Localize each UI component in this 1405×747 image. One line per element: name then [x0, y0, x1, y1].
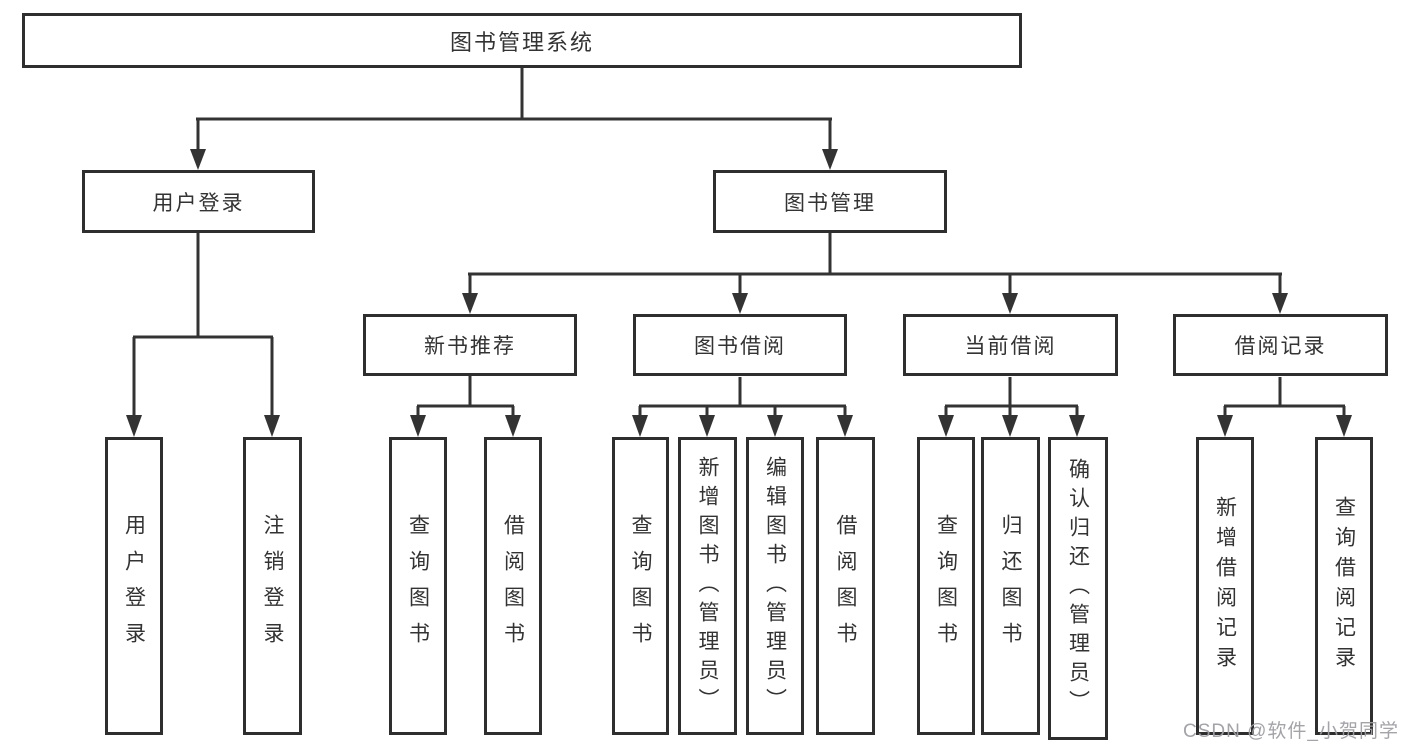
- leaf-query-books-borrow-label: 查询图书: [629, 514, 652, 658]
- leaf-add-book-admin: 新增图书（管理员）: [678, 437, 737, 735]
- node-new-book-recommend-label: 新书推荐: [424, 335, 516, 358]
- node-user-login: 用户登录: [82, 170, 315, 233]
- leaf-query-books-recommend-label: 查询图书: [406, 514, 430, 658]
- leaf-query-books-current-label: 查询图书: [934, 514, 958, 658]
- leaf-return-book-label: 归还图书: [999, 514, 1022, 658]
- leaf-borrow-books-recommend-label: 借阅图书: [501, 514, 525, 658]
- leaf-query-books-recommend: 查询图书: [389, 437, 447, 735]
- leaf-add-borrow-record: 新增借阅记录: [1196, 437, 1254, 735]
- node-current-borrowing-label: 当前借阅: [964, 335, 1057, 358]
- leaf-user-login-label: 用户登录: [122, 514, 146, 658]
- node-book-management: 图书管理: [713, 170, 947, 233]
- node-borrow-records-label: 借阅记录: [1234, 335, 1327, 358]
- leaf-borrow-books-borrow-label: 借阅图书: [834, 514, 857, 658]
- leaf-logout: 注销登录: [243, 437, 302, 735]
- leaf-logout-label: 注销登录: [261, 514, 284, 658]
- leaf-query-books-current: 查询图书: [917, 437, 975, 735]
- leaf-add-borrow-record-label: 新增借阅记录: [1213, 496, 1237, 676]
- csdn-watermark: CSDN @软件_小贺同学: [1183, 721, 1399, 742]
- leaf-query-books-borrow: 查询图书: [612, 437, 669, 735]
- leaf-edit-book-admin: 编辑图书（管理员）: [746, 437, 804, 735]
- leaf-query-borrow-record: 查询借阅记录: [1315, 437, 1373, 735]
- node-user-login-label: 用户登录: [152, 191, 245, 215]
- leaf-return-book: 归还图书: [981, 437, 1040, 735]
- node-borrow-records: 借阅记录: [1173, 314, 1388, 376]
- node-new-book-recommend: 新书推荐: [363, 314, 577, 376]
- node-system-root: 图书管理系统: [22, 13, 1022, 68]
- node-current-borrowing: 当前借阅: [903, 314, 1118, 376]
- node-book-borrowing: 图书借阅: [633, 314, 847, 376]
- leaf-add-book-admin-label: 新增图书（管理员）: [696, 455, 719, 717]
- leaf-borrow-books-borrow: 借阅图书: [816, 437, 875, 735]
- leaf-borrow-books-recommend: 借阅图书: [484, 437, 542, 735]
- leaf-confirm-return-admin-label: 确认归还（管理员）: [1066, 458, 1090, 719]
- node-book-borrowing-label: 图书借阅: [694, 335, 786, 358]
- node-book-management-label: 图书管理: [784, 191, 876, 215]
- leaf-user-login: 用户登录: [105, 437, 163, 735]
- leaf-edit-book-admin-label: 编辑图书（管理员）: [763, 455, 787, 717]
- leaf-query-borrow-record-label: 查询借阅记录: [1332, 496, 1356, 676]
- leaf-confirm-return-admin: 确认归还（管理员）: [1048, 437, 1108, 740]
- node-system-root-label: 图书管理系统: [449, 29, 594, 55]
